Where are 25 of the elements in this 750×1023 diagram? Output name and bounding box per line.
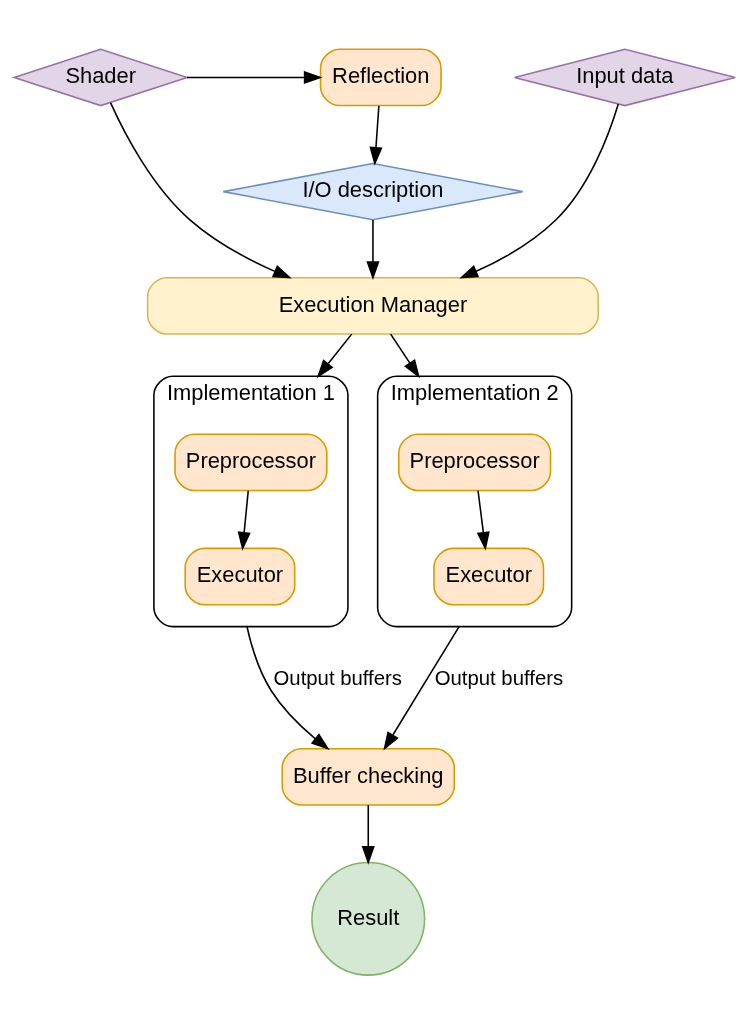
node-box: Preprocessor [174, 432, 328, 491]
node-box: Execution Manager [146, 276, 600, 335]
arrow [369, 104, 383, 166]
arrow [389, 332, 420, 378]
arrow [459, 102, 620, 279]
node-box: Preprocessor [398, 432, 552, 491]
node-circle: Result [311, 861, 426, 976]
arrow [366, 218, 380, 280]
arrow [246, 625, 330, 750]
arrow [186, 70, 323, 84]
arrow [109, 101, 292, 278]
node-diamond: Input data [513, 47, 737, 106]
edge-label: Output buffers [434, 666, 564, 689]
arrow [237, 489, 251, 551]
arrow [316, 332, 353, 378]
edge-label: Output buffers [273, 666, 402, 689]
arrow [361, 803, 375, 865]
node-box: Executor [184, 547, 296, 605]
arrow [476, 489, 490, 551]
node-box: Buffer checking [281, 747, 456, 806]
node-diamond: I/O description [222, 162, 524, 221]
node-diamond: Shader [11, 47, 190, 106]
node-box: Executor [433, 547, 545, 605]
node-box: Reflection [319, 48, 442, 106]
arrow [383, 625, 460, 751]
